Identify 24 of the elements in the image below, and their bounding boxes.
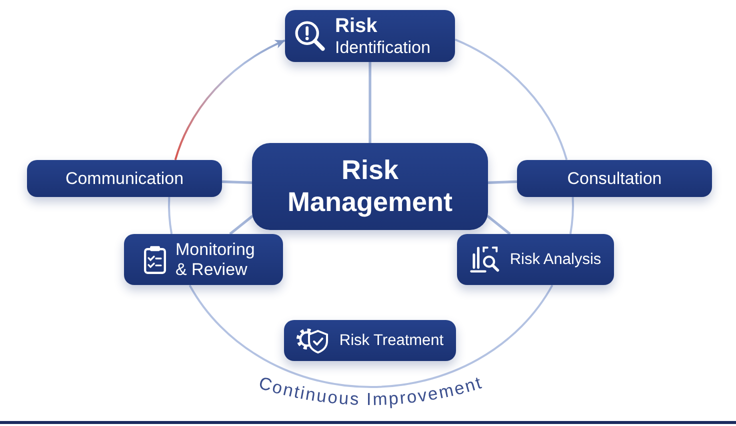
node-label: Consultation (567, 168, 662, 188)
arc-line (188, 284, 554, 388)
connector-line (229, 214, 254, 236)
node-label: Communication (65, 168, 184, 188)
connector-line (368, 62, 372, 143)
node-label: Risk Treatment (339, 332, 444, 350)
connector-line (486, 214, 511, 236)
node-label: Risk Identification (335, 14, 432, 58)
node-label: Risk Analysis (510, 250, 602, 268)
curved-arrow (174, 40, 286, 160)
node-label: Risk Management (286, 155, 454, 218)
arc-line (569, 197, 574, 234)
arc-line (454, 38, 568, 160)
step-box (27, 160, 222, 197)
hub-box (252, 143, 488, 230)
connector-line (488, 180, 518, 184)
step-box (285, 10, 455, 62)
step-box (517, 160, 712, 197)
node-label: Monitoring & Review (176, 240, 256, 280)
arc-line (168, 197, 173, 234)
connector-line (222, 180, 252, 184)
step-box (284, 320, 456, 361)
step-box (457, 234, 614, 285)
step-box (124, 234, 283, 285)
